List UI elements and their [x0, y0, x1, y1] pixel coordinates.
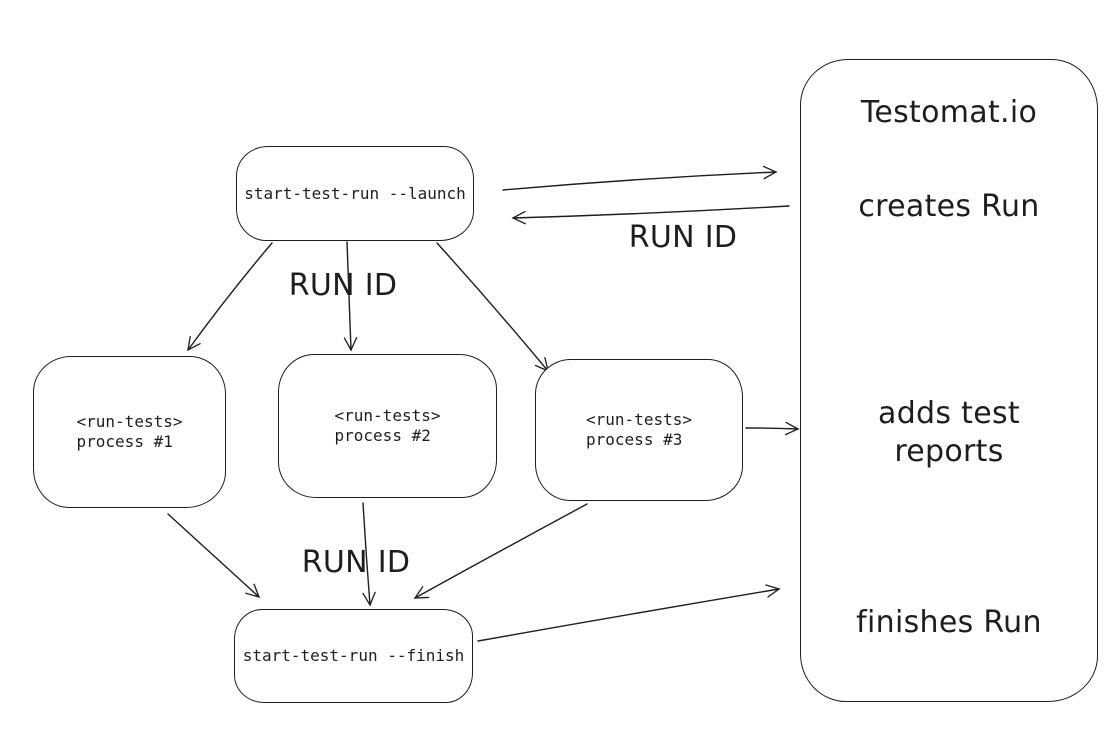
- arrow-process1-to-finish: [167, 513, 261, 598]
- testomat-step-creates-run: creates Run: [858, 189, 1040, 224]
- arrow-launch-to-process3: [436, 242, 549, 373]
- testomat-title: Testomat.io: [860, 95, 1038, 130]
- node-start-test-run-finish-label: start-test-run --finish: [242, 646, 465, 665]
- edge-label-run-id-collect: RUN ID: [301, 545, 411, 580]
- testomat-step-adds-test-reports: adds test reports: [878, 396, 1020, 469]
- arrow-process3-to-testomat: [745, 421, 800, 436]
- node-run-tests-process-1-label: <run-tests> process #1: [76, 412, 183, 451]
- node-start-test-run-launch-label: start-test-run --launch: [244, 183, 466, 203]
- arrow-launch-to-process1: [187, 242, 273, 352]
- node-run-tests-process-1: <run-tests> process #1: [33, 356, 226, 508]
- arrow-process3-to-finish: [413, 503, 588, 599]
- node-testomat-io: Testomat.io creates Run adds test report…: [800, 59, 1098, 702]
- node-run-tests-process-2: <run-tests> process #2: [278, 354, 497, 498]
- node-start-test-run-finish: start-test-run --finish: [234, 609, 473, 703]
- edge-label-run-id-fanout: RUN ID: [288, 268, 398, 303]
- testomat-step-finishes-run: finishes Run: [856, 605, 1042, 640]
- node-run-tests-process-3-label: <run-tests> process #3: [586, 410, 692, 449]
- node-run-tests-process-2-label: <run-tests> process #2: [334, 406, 441, 445]
- arrow-testomat-to-launch: [511, 205, 790, 225]
- node-start-test-run-launch: start-test-run --launch: [236, 146, 474, 241]
- edge-label-run-id-api: RUN ID: [628, 220, 738, 255]
- arrow-finish-to-testomat: [477, 584, 781, 642]
- arrow-launch-to-testomat: [502, 165, 778, 191]
- node-run-tests-process-3: <run-tests> process #3: [535, 359, 743, 501]
